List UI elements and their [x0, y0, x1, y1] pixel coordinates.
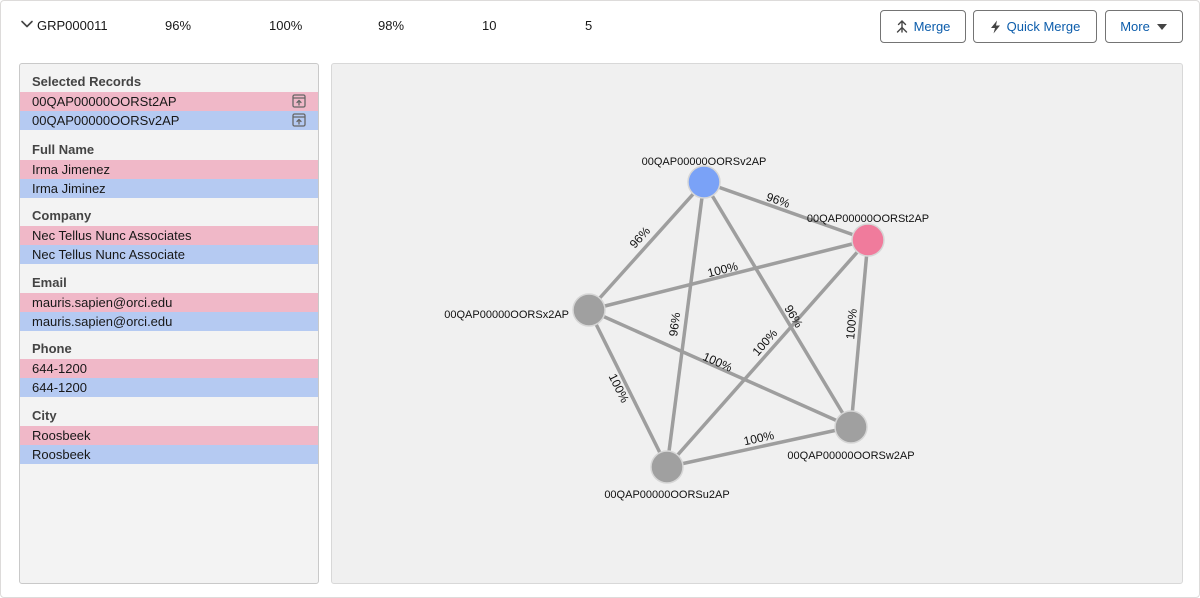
edge-similarity-label: 100%	[742, 428, 775, 448]
graph-edges	[587, 180, 870, 469]
graph-edge	[588, 308, 852, 429]
more-button-label: More	[1120, 19, 1150, 34]
field-value-row: mauris.sapien@orci.edu	[20, 293, 318, 312]
graph-edge	[849, 239, 870, 428]
merge-button-label: Merge	[913, 19, 951, 34]
group-header-row: GRP000011 96% 100% 98% 10 5 Merge Quick …	[1, 1, 1200, 53]
open-record-icon[interactable]	[292, 94, 306, 108]
edge-similarity-label: 100%	[843, 308, 860, 340]
quick-merge-button[interactable]: Quick Merge	[973, 10, 1097, 43]
edge-similarity-label: 100%	[701, 349, 735, 374]
lightning-icon	[990, 20, 1000, 33]
section-title-phone: Phone	[32, 341, 72, 356]
graph-edge	[702, 181, 853, 428]
section-title-company: Company	[32, 208, 92, 223]
field-value-row: mauris.sapien@orci.edu	[20, 312, 318, 331]
graph-edge	[666, 425, 852, 469]
stat-value: 96%	[165, 18, 192, 33]
graph-node[interactable]	[572, 293, 606, 327]
section-title-city: City	[32, 408, 57, 423]
selected-record-row: 00QAP00000OORSt2AP	[20, 92, 318, 111]
similarity-graph: 96%96%96%96%100%100%100%100%100%100%00QA…	[444, 156, 929, 501]
record-id: 00QAP00000OORSv2AP	[32, 113, 180, 128]
graph-edge	[587, 180, 706, 312]
graph-node[interactable]	[851, 223, 885, 257]
graph-node-label: 00QAP00000OORSv2AP	[642, 156, 767, 168]
graph-node[interactable]	[650, 450, 684, 484]
field-value-row: Roosbeek	[20, 426, 318, 445]
section-title-email: Email	[32, 275, 67, 290]
edge-similarity-label: 96%	[666, 311, 683, 337]
graph-edge	[665, 181, 706, 468]
graph-edge	[587, 309, 669, 468]
similarity-graph-panel: 96%96%96%96%100%100%100%100%100%100%00QA…	[331, 63, 1183, 584]
section-title-full-name: Full Name	[32, 142, 95, 157]
merge-icon	[896, 20, 907, 33]
stat-value: 100%	[269, 18, 303, 33]
record-comparison-panel: Selected Records 00QAP00000OORSt2AP 00QA…	[19, 63, 319, 584]
field-value-row: Nec Tellus Nunc Associates	[20, 226, 318, 245]
section-title-selected-records: Selected Records	[32, 74, 142, 89]
graph-node[interactable]	[687, 165, 721, 199]
edge-similarity-label: 96%	[627, 224, 654, 251]
graph-edge	[703, 180, 869, 242]
caret-down-icon	[1156, 23, 1167, 30]
field-value-row: Nec Tellus Nunc Associate	[20, 245, 318, 264]
graph-node-label: 00QAP00000OORSw2AP	[787, 450, 914, 462]
field-value-row: 644-1200	[20, 359, 318, 378]
chevron-down-icon[interactable]	[19, 16, 35, 32]
field-value-row: Irma Jimenez	[20, 160, 318, 179]
graph-edge	[665, 238, 870, 469]
open-record-icon[interactable]	[292, 113, 306, 127]
stat-value: 98%	[378, 18, 405, 33]
stat-value: 5	[585, 18, 593, 33]
field-value-row: Irma Jiminez	[20, 179, 318, 198]
graph-node-label: 00QAP00000OORSt2AP	[807, 213, 929, 225]
field-value-row: 644-1200	[20, 378, 318, 397]
graph-edge	[588, 238, 869, 312]
graph-nodes: 00QAP00000OORSv2AP 00QAP00000OORSt2AP 00QA…	[444, 156, 929, 501]
stat-value: 10	[482, 18, 497, 33]
graph-node-label: 00QAP00000OORSu2AP	[604, 489, 729, 501]
record-id: 00QAP00000OORSt2AP	[32, 94, 177, 109]
field-value-row: Roosbeek	[20, 445, 318, 464]
group-id[interactable]: GRP000011	[37, 18, 108, 33]
merge-button[interactable]: Merge	[880, 10, 966, 43]
selected-record-row: 00QAP00000OORSv2AP	[20, 111, 318, 130]
graph-node-label: 00QAP00000OORSx2AP	[444, 309, 569, 321]
quick-merge-button-label: Quick Merge	[1006, 19, 1081, 34]
graph-node[interactable]	[834, 410, 868, 444]
more-actions-button[interactable]: More	[1105, 10, 1183, 43]
